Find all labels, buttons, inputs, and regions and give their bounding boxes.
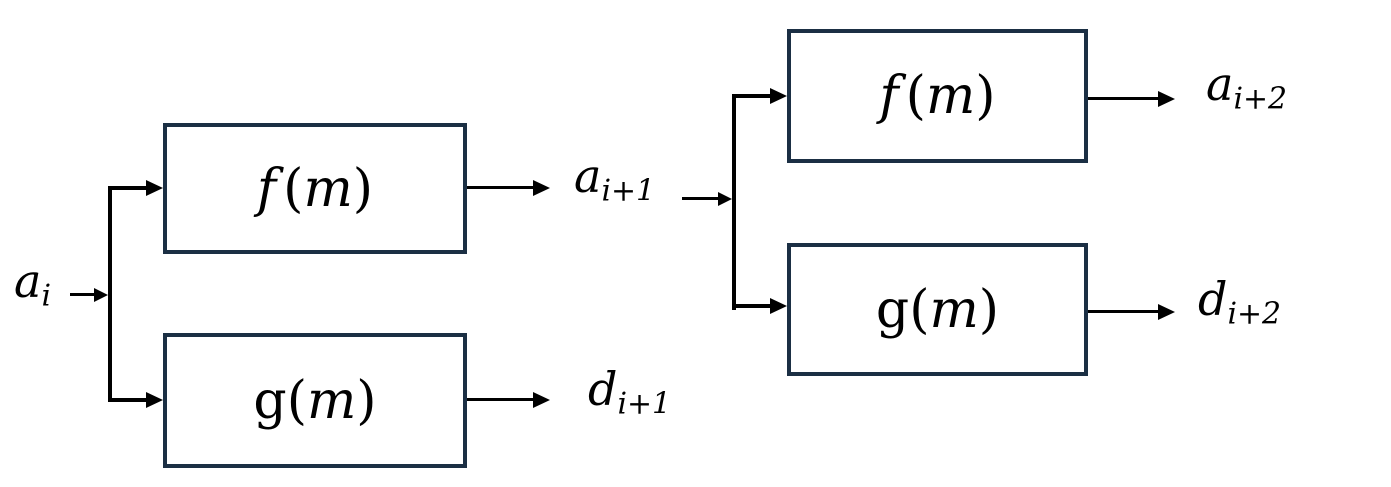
stage1-f-input-arrow <box>112 186 146 190</box>
stage1-g-output-label-base: d <box>588 362 618 416</box>
stage2-f-box-label: f(m) <box>879 66 995 126</box>
stage1-g-func: g <box>253 370 287 431</box>
stage2-g-box-label: g(m) <box>876 280 999 340</box>
stage2-f-output-label: ai+2 <box>1206 61 1287 114</box>
stage1-g-output-arrow <box>467 398 533 401</box>
stage2-f-arg: m <box>925 66 976 126</box>
stage1-input-label-base: a <box>14 254 42 308</box>
stage1-g-paren-open: ( <box>286 370 307 431</box>
stage2-input-arrow <box>682 197 718 200</box>
stage2-g-input-arrow <box>736 304 770 308</box>
stage1-f-arg: m <box>303 158 353 219</box>
stage2-g-box: g(m) <box>787 243 1088 376</box>
stage1-branch-line <box>108 186 112 402</box>
stage2-g-paren-close: ) <box>978 279 1000 340</box>
stage2-g-input-arrowhead <box>770 298 787 314</box>
stage1-input-label: ai <box>14 258 51 311</box>
stage1-f-paren-close: ) <box>352 158 374 219</box>
stage1-f-func: f <box>256 158 277 219</box>
stage1-g-input-arrow <box>112 398 146 402</box>
stage2-branch-line <box>732 94 736 310</box>
stage2-f-func: f <box>879 66 899 126</box>
stage1-input-label-sub: i <box>41 278 51 314</box>
stage1-g-input-arrowhead <box>146 392 163 408</box>
stage1-f-paren-open: ( <box>283 158 304 219</box>
stage2-input-arrowhead <box>718 191 732 206</box>
stage1-f-output-arrowhead <box>533 179 550 196</box>
stage2-f-paren-close: ) <box>975 66 996 126</box>
stage2-g-paren-open: ( <box>909 279 930 340</box>
stage2-f-paren-open: ( <box>905 66 926 126</box>
stage2-f-box: f(m) <box>787 29 1088 163</box>
stage2-g-output-label-sub: i+2 <box>1227 296 1282 332</box>
stage1-g-paren-close: ) <box>356 370 377 431</box>
stage1-f-input-arrowhead <box>146 180 163 196</box>
stage2-f-input-arrowhead <box>770 88 787 104</box>
stage1-f-output-label-sub: i+1 <box>601 173 656 209</box>
stage2-f-output-arrow <box>1088 97 1158 100</box>
stage2-g-output-arrow <box>1088 310 1158 313</box>
stage1-g-box: g(m) <box>163 333 467 468</box>
stage1-g-output-label-sub: i+1 <box>617 386 672 422</box>
stage2-f-output-arrowhead <box>1158 90 1175 107</box>
stage1-f-box-label: f(m) <box>257 159 373 219</box>
stage2-g-func: g <box>875 279 910 340</box>
stage1-g-output-label: di+1 <box>588 366 671 419</box>
stage2-g-arg: m <box>929 279 979 340</box>
stage1-f-output-label: ai+1 <box>574 153 655 206</box>
stage1-g-output-arrowhead <box>533 391 550 408</box>
stage2-f-input-arrow <box>736 94 770 98</box>
stage1-g-arg: m <box>306 370 357 431</box>
stage1-input-arrow <box>70 293 96 296</box>
stage1-f-output-arrow <box>467 186 533 189</box>
stage2-g-output-arrowhead <box>1158 303 1175 320</box>
stage2-g-output-label-base: d <box>1198 272 1228 326</box>
stage1-f-output-label-base: a <box>574 149 602 203</box>
stage1-input-arrowhead <box>94 287 108 302</box>
stage2-f-output-label-base: a <box>1206 57 1234 111</box>
stage2-g-output-label: di+2 <box>1198 276 1281 329</box>
stage1-f-box: f(m) <box>163 123 467 254</box>
stage2-f-output-label-sub: i+2 <box>1233 81 1288 117</box>
stage1-g-box-label: g(m) <box>253 371 376 431</box>
